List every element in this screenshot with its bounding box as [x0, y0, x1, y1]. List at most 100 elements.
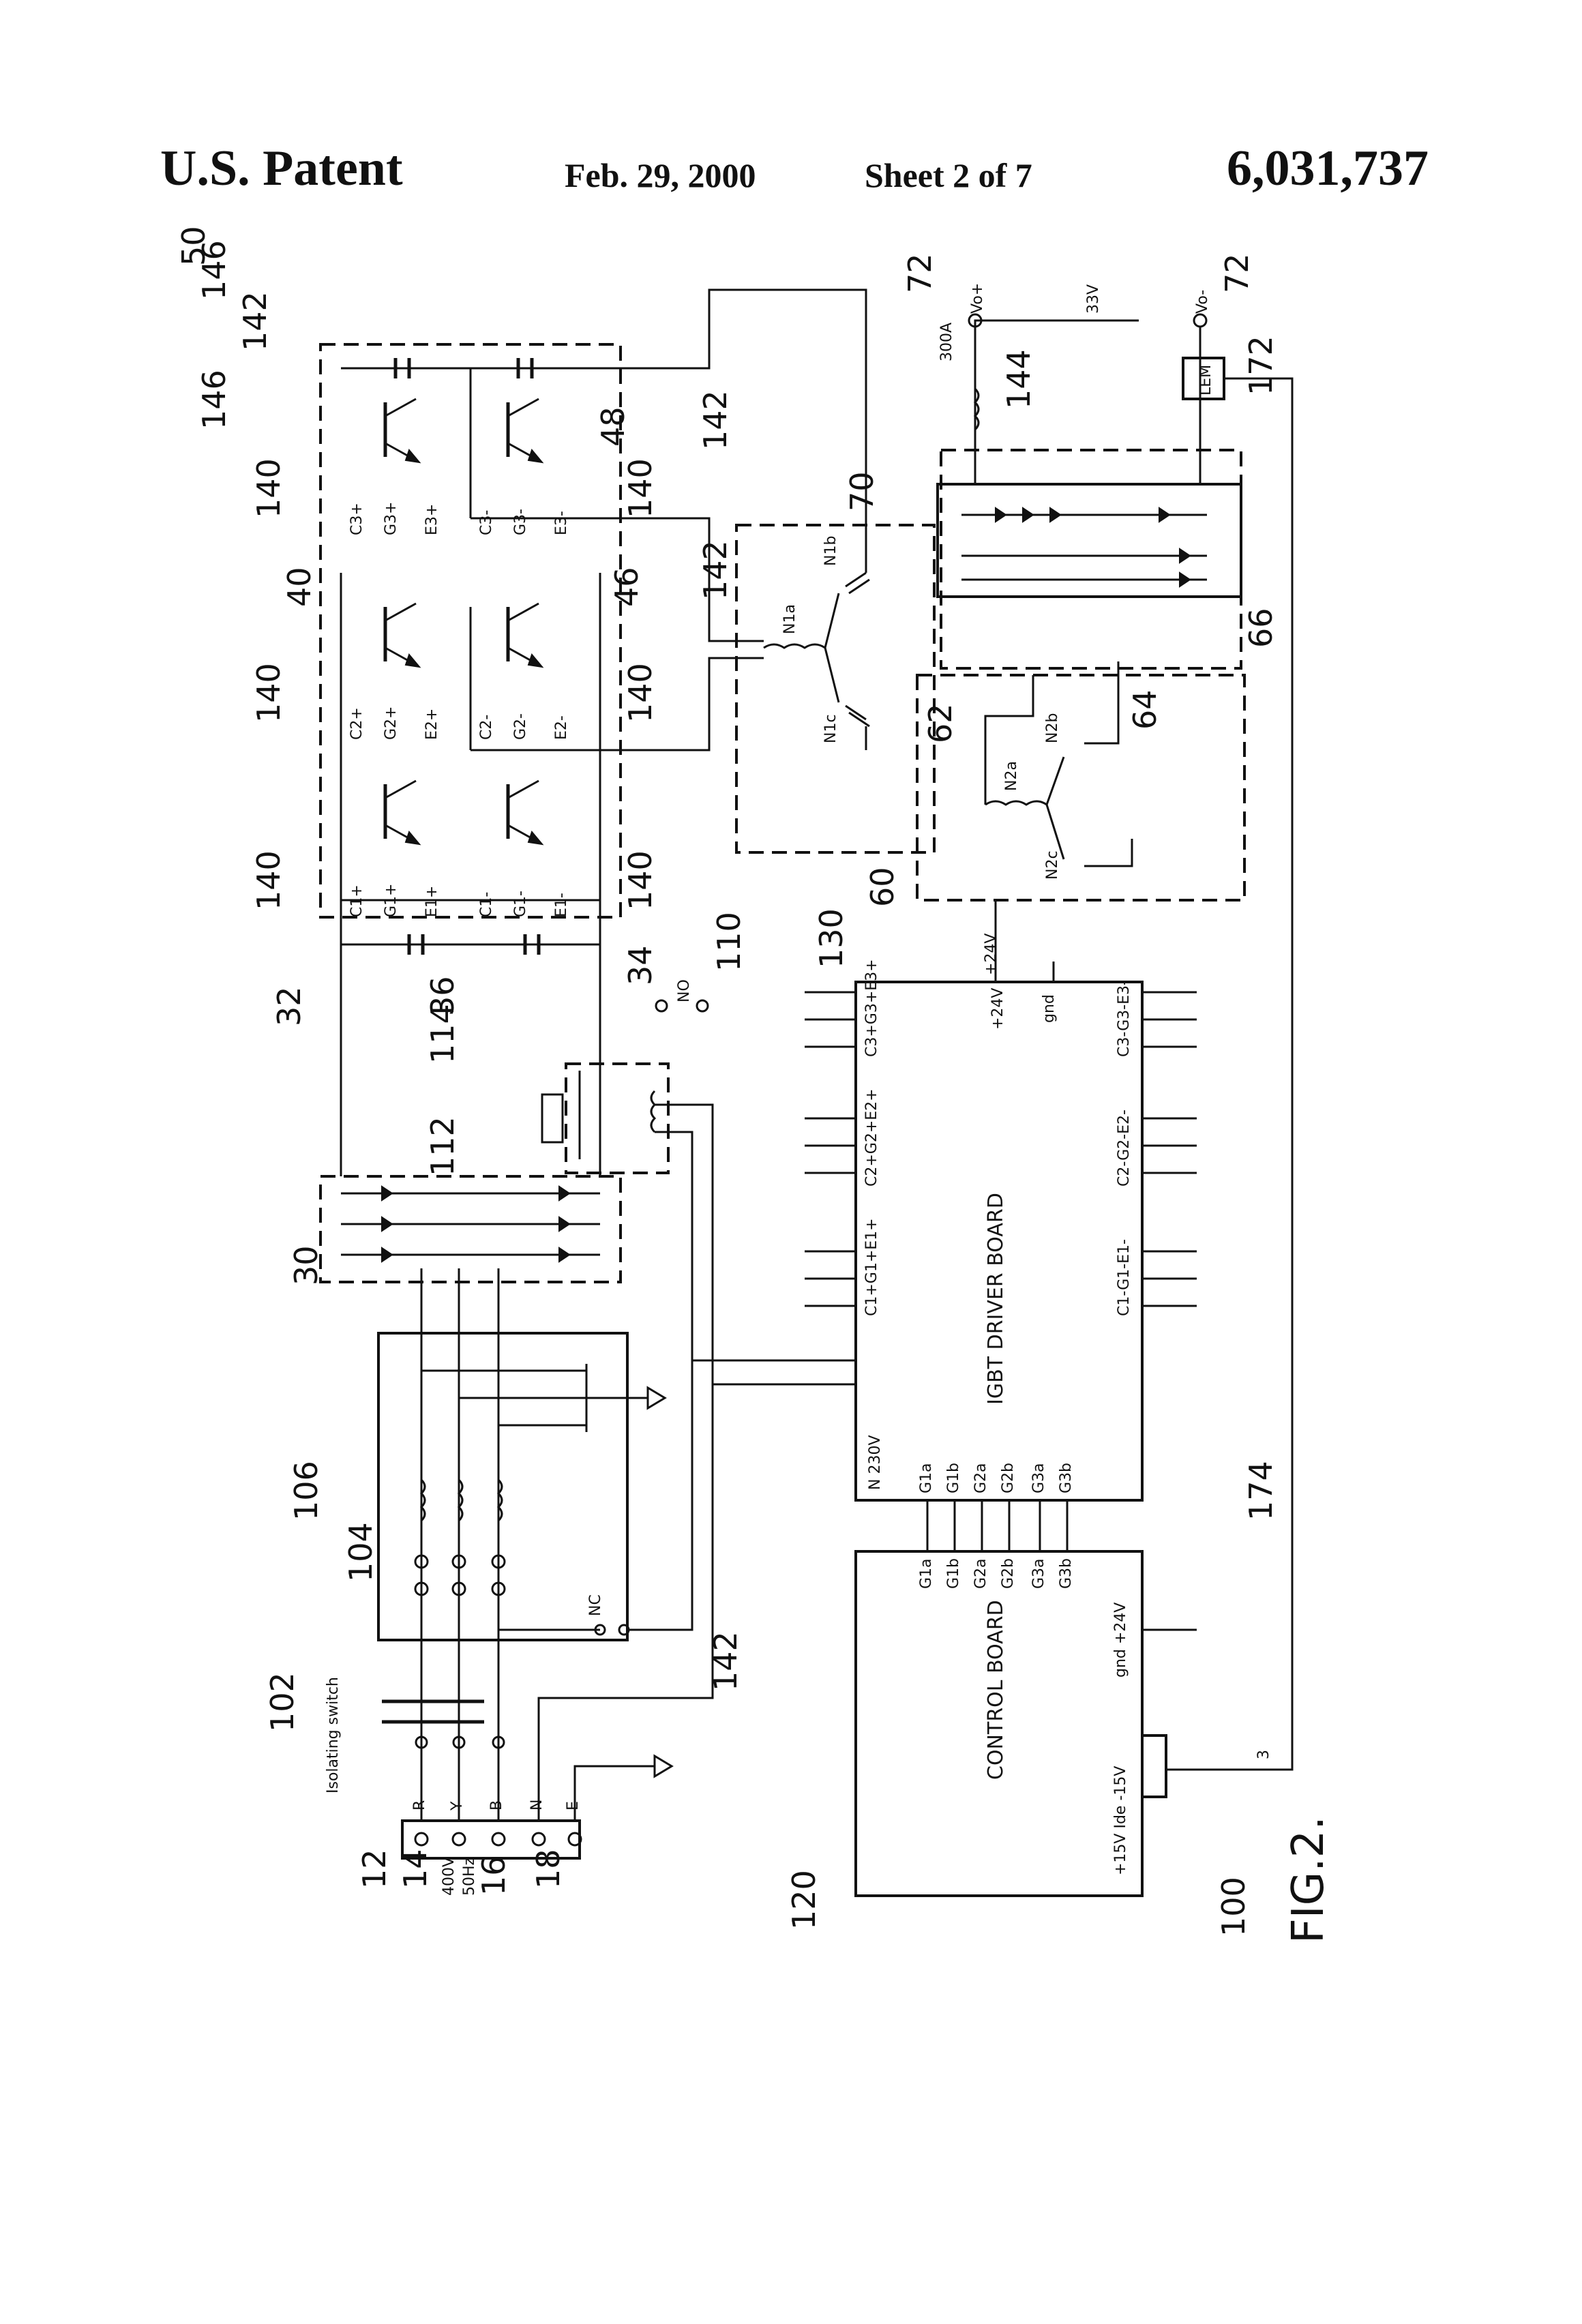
ref-16: 16 [475, 1856, 512, 1896]
terminal-y [453, 1833, 465, 1845]
figure-label: FIG.2. [1283, 1816, 1334, 1943]
driver-in-g1a: G1a [918, 1463, 935, 1493]
contact-nc-label: NC [587, 1594, 604, 1616]
ref-142-b: 142 [697, 390, 734, 450]
igbt-label-e1m: E1- [553, 893, 570, 917]
control-power: gnd +24V [1112, 1603, 1129, 1678]
ref-50: 50 [175, 226, 212, 266]
ref-140-b: 140 [250, 663, 287, 723]
driver-bottom-group-2: C2-G2-E2- [1116, 1109, 1133, 1187]
transformer-secondary [917, 675, 1244, 900]
ref-144: 144 [1000, 349, 1037, 409]
terminal-label-r: R [411, 1800, 428, 1811]
driver-in-g3b: G3b [1058, 1463, 1075, 1493]
terminal-r [415, 1833, 428, 1845]
ref-34: 34 [622, 945, 659, 985]
output-current: 300A [938, 323, 955, 361]
control-out-g1b: G1b [945, 1558, 962, 1589]
winding-n2c: N2c [1044, 850, 1061, 880]
terminal-label-b: B [488, 1800, 505, 1811]
feedback-174 [1166, 378, 1292, 1770]
ref-142-a: 142 [237, 291, 273, 351]
driver-board-title: IGBT DRIVER BOARD [984, 1193, 1008, 1405]
driver-in-g3a: G3a [1030, 1463, 1047, 1493]
driver-gnd: gnd [1041, 994, 1058, 1023]
control-out-g2b: G2b [1000, 1558, 1017, 1589]
driver-in-g2a: G2a [972, 1463, 989, 1493]
driver-arrows-top [805, 992, 856, 1306]
control-board-title: CONTROL BOARD [984, 1600, 1008, 1780]
igbt-label-c1m: C1- [478, 892, 495, 917]
igbt-label-g2p: G2+ [383, 706, 400, 740]
driver-bottom-group-3: C3-G3-E3- [1116, 980, 1133, 1057]
igbt-label-c3m: C3- [478, 510, 495, 535]
ref-60: 60 [864, 867, 901, 907]
ref-12: 12 [356, 1849, 393, 1889]
ref-142-d: 142 [707, 1631, 744, 1691]
terminal-label-e: E [565, 1801, 582, 1811]
ref-70: 70 [844, 471, 880, 511]
ref-106: 106 [288, 1461, 325, 1521]
winding-n1b: N1b [822, 536, 839, 566]
ref-142-c: 142 [697, 540, 734, 600]
ref-72-a: 72 [901, 253, 938, 293]
ref-66: 66 [1242, 608, 1279, 648]
igbt-label-e1p: E1+ [423, 886, 441, 917]
driver-bottom-group-1: C1-G1-E1- [1116, 1239, 1133, 1316]
schematic [320, 290, 1292, 1896]
ref-110: 110 [711, 912, 747, 972]
lem-label: LEM [1197, 365, 1214, 396]
ref-72-b: 72 [1219, 253, 1255, 293]
ref-146-a: 146 [196, 370, 233, 430]
terminal-label-y: Y [449, 1801, 466, 1811]
isolating-switch-label: Isolating switch [325, 1677, 342, 1793]
ref-62: 62 [922, 703, 959, 743]
winding-n1c: N1c [822, 714, 839, 743]
ref-104: 104 [342, 1522, 379, 1582]
ref-130: 130 [813, 908, 850, 968]
patent-title: U.S. Patent [160, 140, 403, 198]
output-vo-minus: Vo- [1194, 290, 1211, 314]
driver-supply: +24V [989, 988, 1006, 1030]
circuit-diagram: 12 14 16 18 400V 50Hz R Y B N E Isolatin… [0, 225, 1582, 2324]
winding-n2b: N2b [1044, 713, 1061, 743]
igbt-label-g3m: G3- [512, 509, 529, 535]
igbt-label-e3p: E3+ [423, 504, 441, 535]
sheet-indicator: Sheet 2 of 7 [865, 155, 1032, 195]
control-out-g1a: G1a [918, 1558, 935, 1589]
igbt-label-g3p: G3+ [383, 502, 400, 535]
ref-32: 32 [271, 986, 308, 1026]
driver-arrows-bottom [1142, 992, 1197, 1306]
igbt-label-c2m: C2- [478, 715, 495, 740]
driver-aux-out: +24V [983, 934, 1000, 975]
driver-mains: N 230V [867, 1435, 884, 1491]
driver-top-group-1: C1+G1+E1+ [863, 1218, 880, 1316]
patent-number: 6,031,737 [1227, 140, 1429, 198]
igbt-label-c1p: C1+ [348, 884, 365, 917]
driver-top-group-3: C3+G3+E3+ [863, 959, 880, 1057]
ref-18: 18 [530, 1849, 567, 1889]
igbt-label-e2m: E2- [553, 715, 570, 740]
supply-voltage: 400V [441, 1857, 458, 1896]
igbt-modules [385, 399, 542, 844]
vo-minus-terminal [1194, 314, 1206, 327]
driver-in-g2b: G2b [1000, 1463, 1017, 1493]
igbt-label-e3m: E3- [553, 511, 570, 535]
control-sense: +15V Ide -15V [1112, 1766, 1129, 1875]
driver-top-group-2: C2+G2+E2+ [863, 1088, 880, 1187]
ref-14: 14 [397, 1849, 434, 1889]
igbt-label-g2m: G2- [512, 713, 529, 740]
driver-in-g1b: G1b [945, 1463, 962, 1493]
terminal-b [492, 1833, 505, 1845]
ref-140-a: 140 [250, 850, 287, 910]
ref-112: 112 [424, 1116, 461, 1176]
ref-140-c: 140 [250, 458, 287, 518]
ref-46: 46 [608, 567, 645, 607]
ref-40: 40 [281, 567, 318, 607]
winding-n1a: N1a [781, 604, 799, 634]
control-wire-count: 3 [1255, 1750, 1272, 1759]
patent-date: Feb. 29, 2000 [565, 155, 756, 195]
ref-140-e: 140 [622, 663, 659, 723]
ref-172: 172 [1242, 336, 1279, 396]
ref-174: 174 [1242, 1461, 1279, 1521]
